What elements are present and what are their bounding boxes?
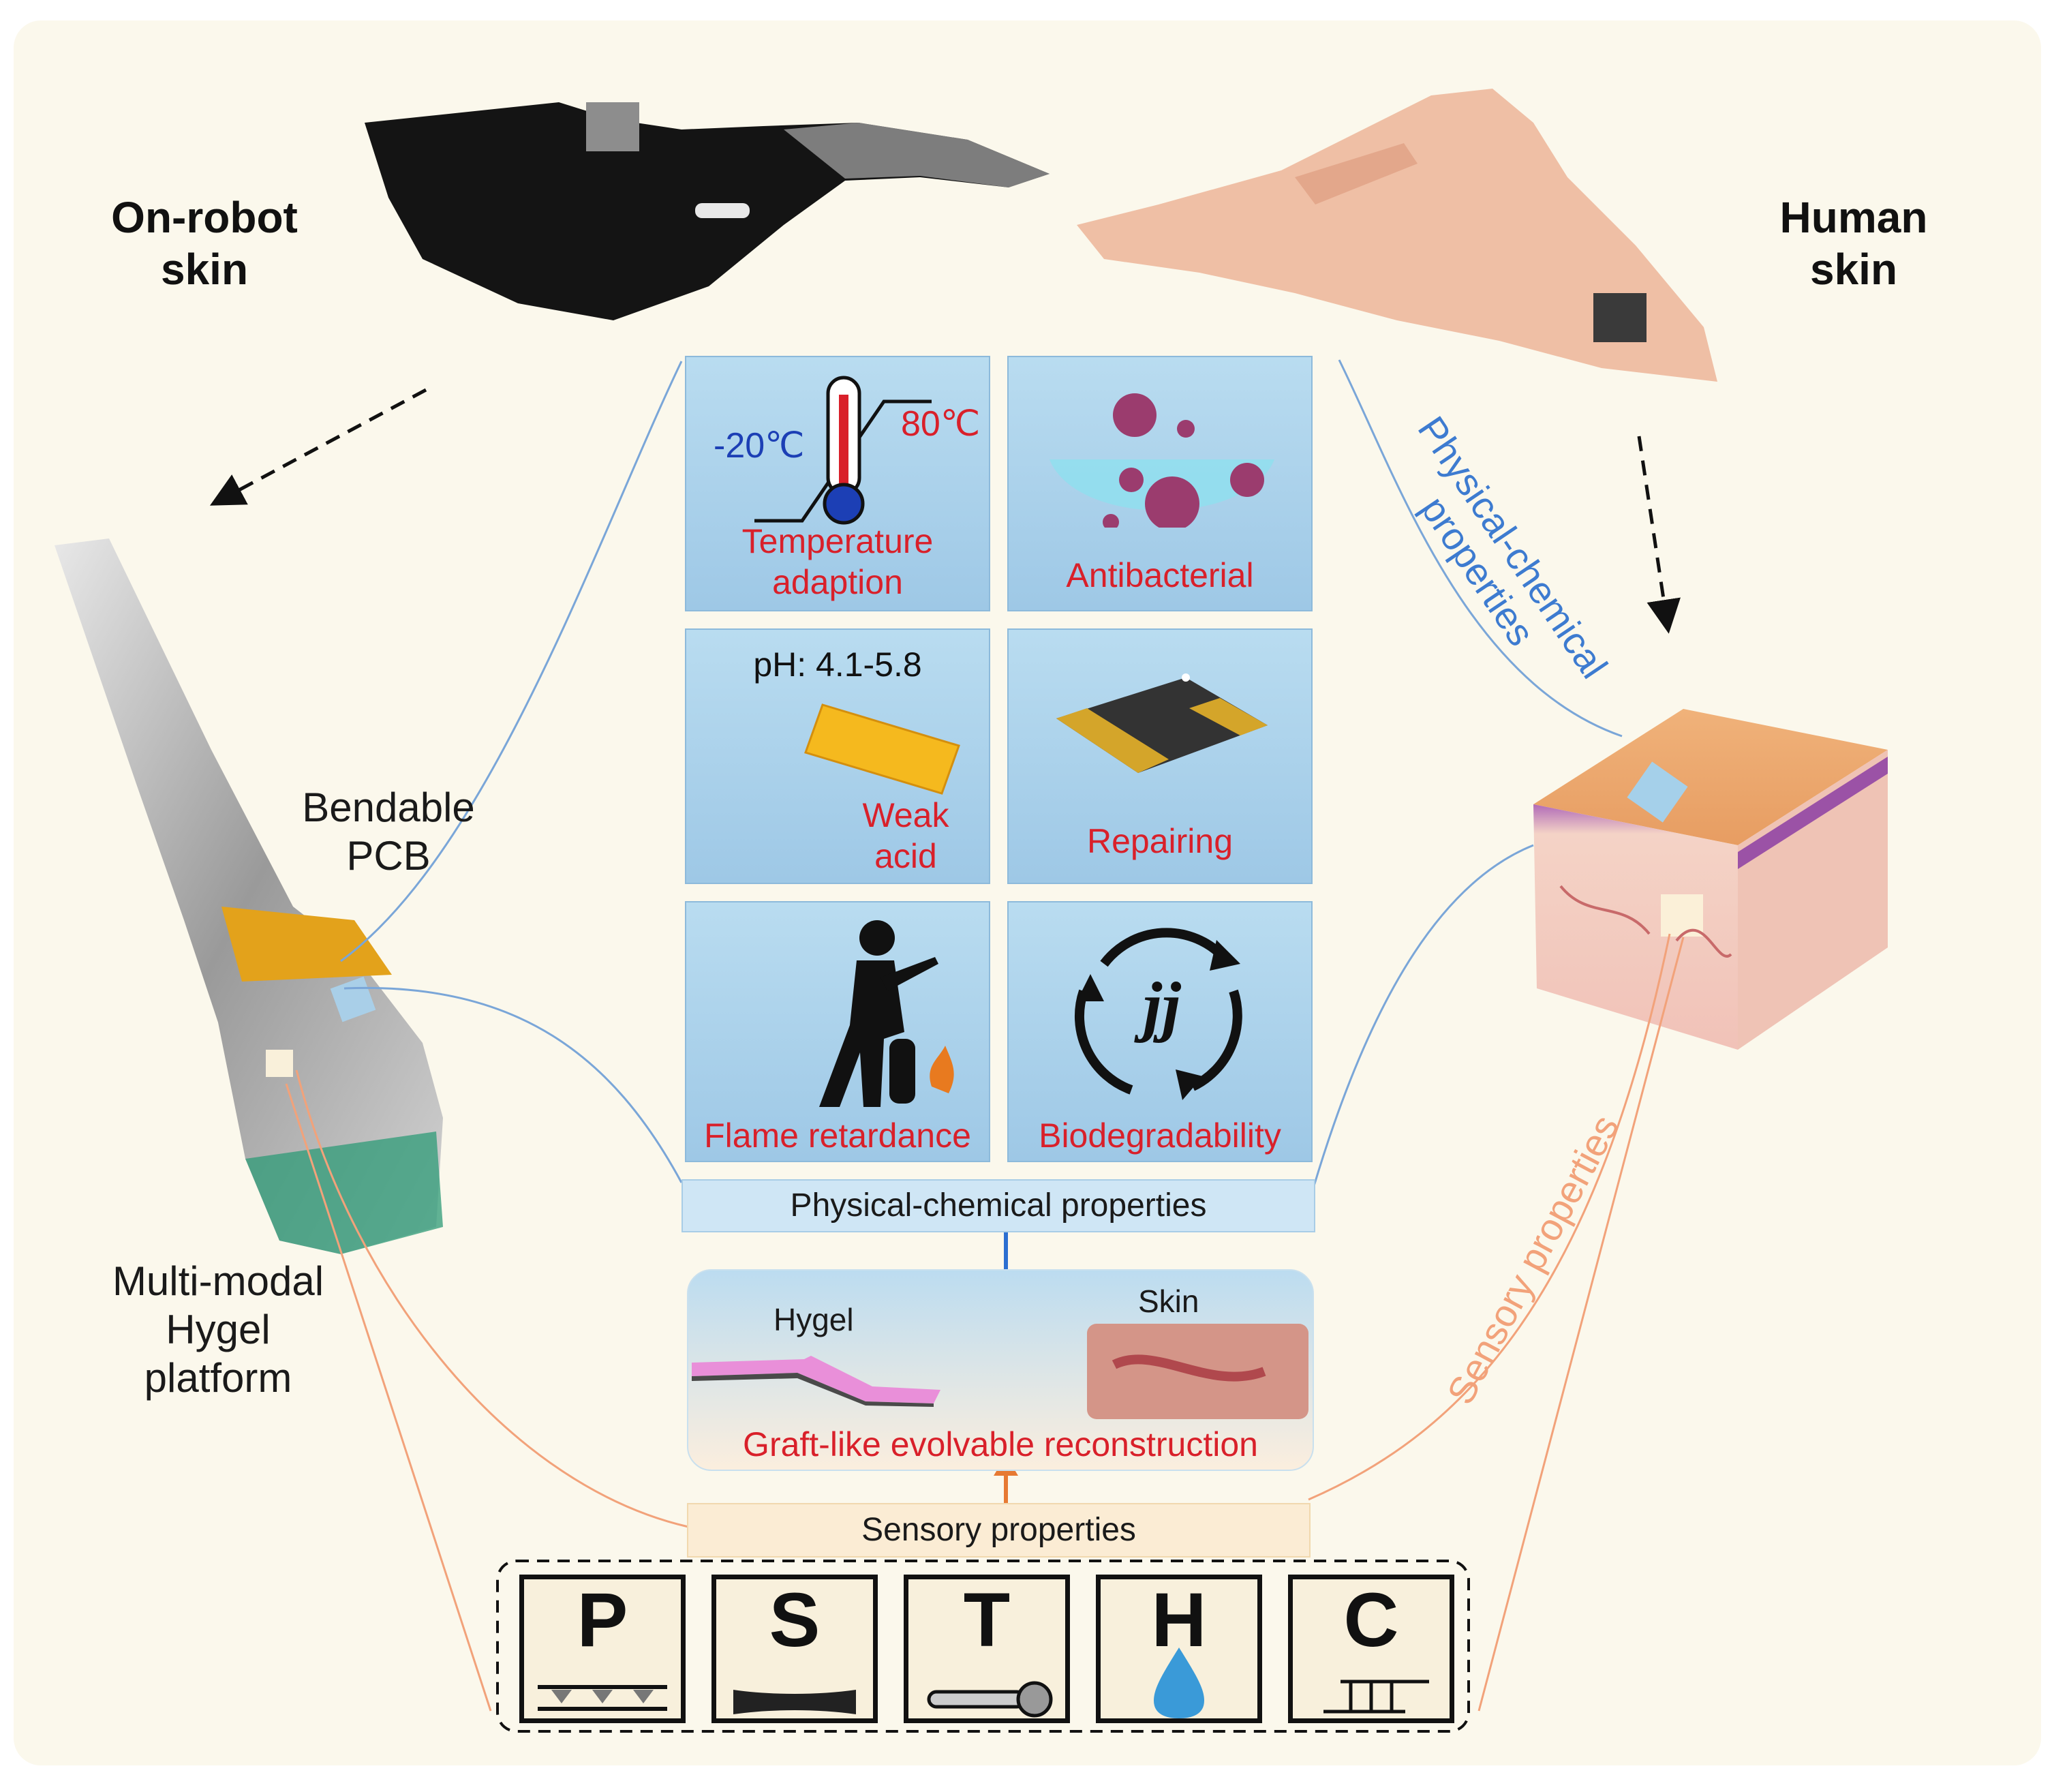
hygel-label: Hygel <box>774 1302 854 1337</box>
sensor-letter-s: S <box>769 1577 821 1662</box>
ph-value: pH: 4.1-5.8 <box>753 646 922 684</box>
human-skin-heading: Human skin <box>1779 193 1928 294</box>
sensor-frame <box>496 1560 1470 1733</box>
svg-text:jj: jj <box>1133 968 1182 1044</box>
skin-cube-illustration <box>1533 709 1888 1050</box>
robot-arm-illustration <box>55 538 443 1254</box>
tile-label-biodegradability: Biodegradability <box>1039 1117 1281 1155</box>
tile-flame: Flame retardance <box>685 901 990 1162</box>
sensor-strain: S <box>711 1575 878 1723</box>
platform-label: Multi-modal Hygel platform <box>112 1258 324 1401</box>
physical-connectors <box>340 359 1623 1187</box>
thermometer-icon <box>754 376 932 525</box>
sensor-letter-t: T <box>963 1577 1011 1662</box>
skin-label: Skin <box>1138 1284 1199 1319</box>
sensor-letter-h: H <box>1151 1577 1207 1662</box>
temperature-probe-icon <box>927 1681 1053 1718</box>
fire-extinguisher-icon <box>819 920 954 1107</box>
sensor-temperature: T <box>904 1575 1070 1723</box>
pressure-icon <box>538 1685 667 1711</box>
sensor-humidity: H <box>1096 1575 1262 1723</box>
tile-biodegradability: jj Biodegradability <box>1007 901 1313 1162</box>
backdrop <box>14 20 2041 1765</box>
sensory-bar: Sensory properties <box>687 1503 1311 1558</box>
robot-skin-heading: On-robot skin <box>111 193 298 294</box>
tile-label-antibacterial: Antibacterial <box>1066 556 1254 594</box>
temp-hot-value: 80℃ <box>901 404 981 444</box>
reconstruction-panel: Hygel Skin Graft-like evolvable reconstr… <box>687 1269 1314 1471</box>
temp-cold-value: -20℃ <box>714 426 805 466</box>
hygel-strip-icon <box>692 1356 940 1407</box>
sensor-letter-c: C <box>1343 1577 1399 1662</box>
electrode-icon <box>1323 1680 1429 1714</box>
droplet-icon <box>1154 1647 1204 1718</box>
tile-label-repairing: Repairing <box>1086 822 1233 860</box>
reconstruction-title: Graft-like evolvable reconstruction <box>743 1425 1258 1463</box>
recycle-icon: jj <box>1074 928 1242 1100</box>
acid-film-icon <box>804 703 960 795</box>
pcb-label: Bendable PCB <box>302 785 475 879</box>
physical-bar: Physical-chemical properties <box>682 1179 1315 1232</box>
tile-repairing: Repairing <box>1007 628 1313 884</box>
tile-weak-acid: pH: 4.1-5.8 Weak acid <box>685 628 990 884</box>
sensor-chemical: C <box>1288 1575 1454 1723</box>
robot-hand-illustration <box>365 102 1050 320</box>
robot-down-arrow <box>209 388 427 506</box>
human-hand-illustration <box>1077 89 1717 382</box>
tile-temperature: -20℃ 80℃ Temperature adaption <box>685 356 990 611</box>
tile-label-flame: Flame retardance <box>704 1117 971 1155</box>
sensor-pressure: P <box>519 1575 686 1723</box>
sensor-letter-p: P <box>577 1577 628 1662</box>
tile-label-weak-acid: Weak acid <box>862 796 949 875</box>
repair-film-icon <box>1056 673 1268 773</box>
human-down-arrow <box>1637 436 1681 634</box>
bacteria-icon <box>1050 393 1274 528</box>
tile-antibacterial: Antibacterial <box>1007 356 1313 611</box>
tile-label-temperature: Temperature adaption <box>741 522 934 601</box>
sensory-connectors <box>285 933 1685 1712</box>
skin-graft-icon <box>1087 1324 1308 1419</box>
strain-icon <box>733 1690 856 1714</box>
